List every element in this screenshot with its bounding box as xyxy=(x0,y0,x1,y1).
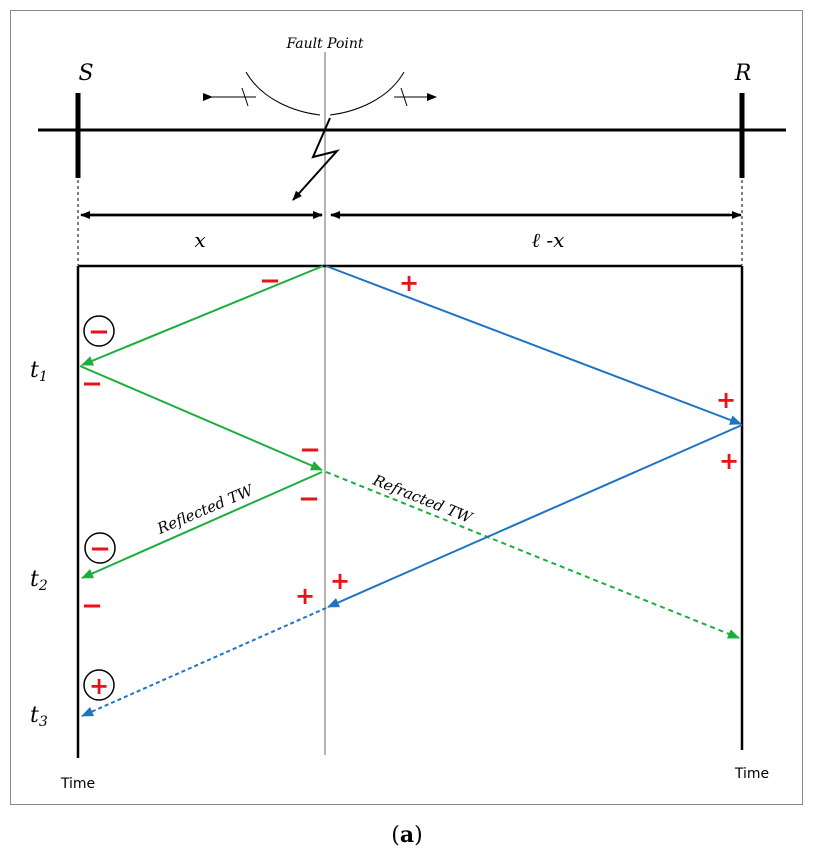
distance-lx-label: ℓ -x xyxy=(532,228,565,252)
circled-plus-t3: + xyxy=(83,669,115,701)
wave-propagation-icon xyxy=(203,71,437,116)
lightning-fault-icon xyxy=(292,117,340,201)
figure-caption: (a) xyxy=(391,822,423,848)
t2-label: t xyxy=(30,567,39,592)
sign-plus-fault-top: + xyxy=(399,269,419,297)
t3-subscript: 3 xyxy=(39,714,48,730)
t2-subscript: 2 xyxy=(38,578,48,594)
sign-minus-fault-mid-top: − xyxy=(299,435,321,465)
sign-plus-r-top: + xyxy=(716,386,736,414)
figure-frame xyxy=(10,10,803,805)
sign-plus-r-bottom: + xyxy=(719,447,739,475)
svg-text:t3: t3 xyxy=(30,703,48,730)
traveling-wave-lattice-diagram: Fault Point S R x ℓ -x Time Time Reflect… xyxy=(30,36,786,792)
circled-minus-t2: − xyxy=(84,532,116,564)
svg-text:+: + xyxy=(89,672,109,700)
svg-text:−: − xyxy=(89,534,111,564)
svg-text:−: − xyxy=(88,317,110,347)
bus-s-label: S xyxy=(78,61,93,86)
svg-text:t2: t2 xyxy=(30,567,48,594)
fault-point-label: Fault Point xyxy=(285,36,363,52)
distance-x-label: x xyxy=(194,228,205,252)
caption-letter: a xyxy=(399,822,415,848)
circled-minus-t1: − xyxy=(83,315,115,347)
t1-label: t xyxy=(30,358,39,383)
time-marker-t1: t1 xyxy=(30,358,48,385)
reflected-tw-label: Reflected TW xyxy=(154,481,257,538)
blue-wave-3 xyxy=(81,607,327,717)
blue-wave-1 xyxy=(325,265,742,425)
green-wave-2 xyxy=(79,365,323,471)
sign-minus-fault-top: − xyxy=(259,266,281,296)
svg-text:t1: t1 xyxy=(30,358,48,385)
green-wave-3-reflected xyxy=(81,471,323,579)
time-label-right: Time xyxy=(734,766,769,782)
polarity-signs: − + − + + − − − + + xyxy=(81,266,739,621)
time-marker-t2: t2 xyxy=(30,567,48,594)
green-wave-1 xyxy=(81,265,324,366)
refracted-tw-label: Refracted TW xyxy=(370,471,476,528)
blue-wave-2 xyxy=(327,424,743,608)
sign-minus-t1: − xyxy=(81,369,103,399)
sign-plus-fault-low-right: + xyxy=(330,567,350,595)
time-label-left: Time xyxy=(60,776,95,792)
t3-label: t xyxy=(30,703,39,728)
green-wave-4-refracted xyxy=(325,471,740,639)
sign-minus-t2: − xyxy=(81,591,103,621)
t1-subscript: 1 xyxy=(39,369,48,385)
bus-r-label: R xyxy=(734,61,752,86)
sign-plus-fault-low-left: + xyxy=(295,582,315,610)
time-marker-t3: t3 xyxy=(30,703,48,730)
sign-minus-fault-mid-bottom: − xyxy=(298,484,320,514)
